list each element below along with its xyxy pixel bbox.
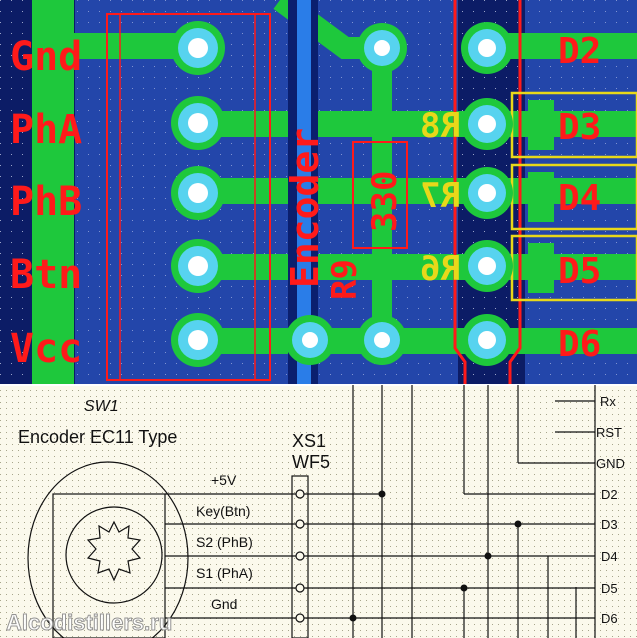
header-pads — [461, 22, 513, 366]
schematic-part-ref: SW1 — [84, 398, 119, 415]
pcb-pin-d6: D6 — [558, 324, 601, 365]
pcb-component-label: Encoder — [283, 128, 327, 288]
xs1-body — [291, 475, 309, 638]
pcb-ref-r7: R7 — [420, 176, 461, 216]
schematic-view: SW1 Encoder EC11 Type XS1 WF5 +5V Key(Bt… — [0, 384, 637, 638]
right-pin-d4: D4 — [601, 549, 618, 564]
schematic-connector-ref: XS1 — [292, 431, 326, 451]
right-pin-d3: D3 — [601, 517, 618, 532]
right-pin-rx: Rx — [600, 394, 616, 409]
pcb-resistor-value: 330 — [365, 171, 405, 232]
right-pin-gnd: GND — [596, 456, 625, 471]
pcb-ref-r8: R8 — [420, 106, 461, 146]
right-pin-d2: D2 — [601, 487, 618, 502]
pcb-pin-d4: D4 — [558, 178, 601, 219]
right-pin-d6: D6 — [601, 611, 618, 626]
pcb-label-pha: PhA — [10, 107, 82, 153]
pcb-pin-d2: D2 — [558, 31, 601, 72]
encoder-pin-lines — [165, 493, 300, 619]
connector-pads — [171, 21, 225, 367]
pcb-label-gnd: Gnd — [10, 34, 82, 80]
schematic-connector-type: WF5 — [292, 452, 330, 472]
pcb-label-btn: Btn — [10, 252, 82, 298]
pcb-pin-d3: D3 — [558, 107, 601, 148]
watermark: Alcodistillers.ru — [6, 610, 172, 635]
encoder-pin-s1: S1 (PhA) — [196, 565, 253, 581]
encoder-pin-5v: +5V — [211, 472, 237, 488]
schematic-part-name: Encoder EC11 Type — [18, 427, 177, 447]
pcb-ref-r6: R6 — [420, 249, 461, 289]
pcb-resistor-ref: R9 — [325, 259, 365, 300]
encoder-pin-s2: S2 (PhB) — [196, 534, 253, 550]
encoder-pin-gnd: Gnd — [211, 596, 237, 612]
pcb-label-vcc: Vcc — [10, 326, 82, 372]
pcb-pin-d5: D5 — [558, 251, 601, 292]
pcb-label-phb: PhB — [10, 179, 82, 225]
schematic-wires — [304, 385, 596, 638]
right-pin-rst: RST — [596, 425, 622, 440]
resistor-pads — [285, 23, 407, 365]
encoder-symbol — [27, 461, 189, 638]
schematic-junctions — [349, 490, 522, 622]
right-pin-d5: D5 — [601, 581, 618, 596]
pcb-view: Gnd PhA PhB Btn Vcc Encoder 330 R9 R8 R7… — [0, 0, 637, 385]
encoder-pin-key: Key(Btn) — [196, 503, 250, 519]
